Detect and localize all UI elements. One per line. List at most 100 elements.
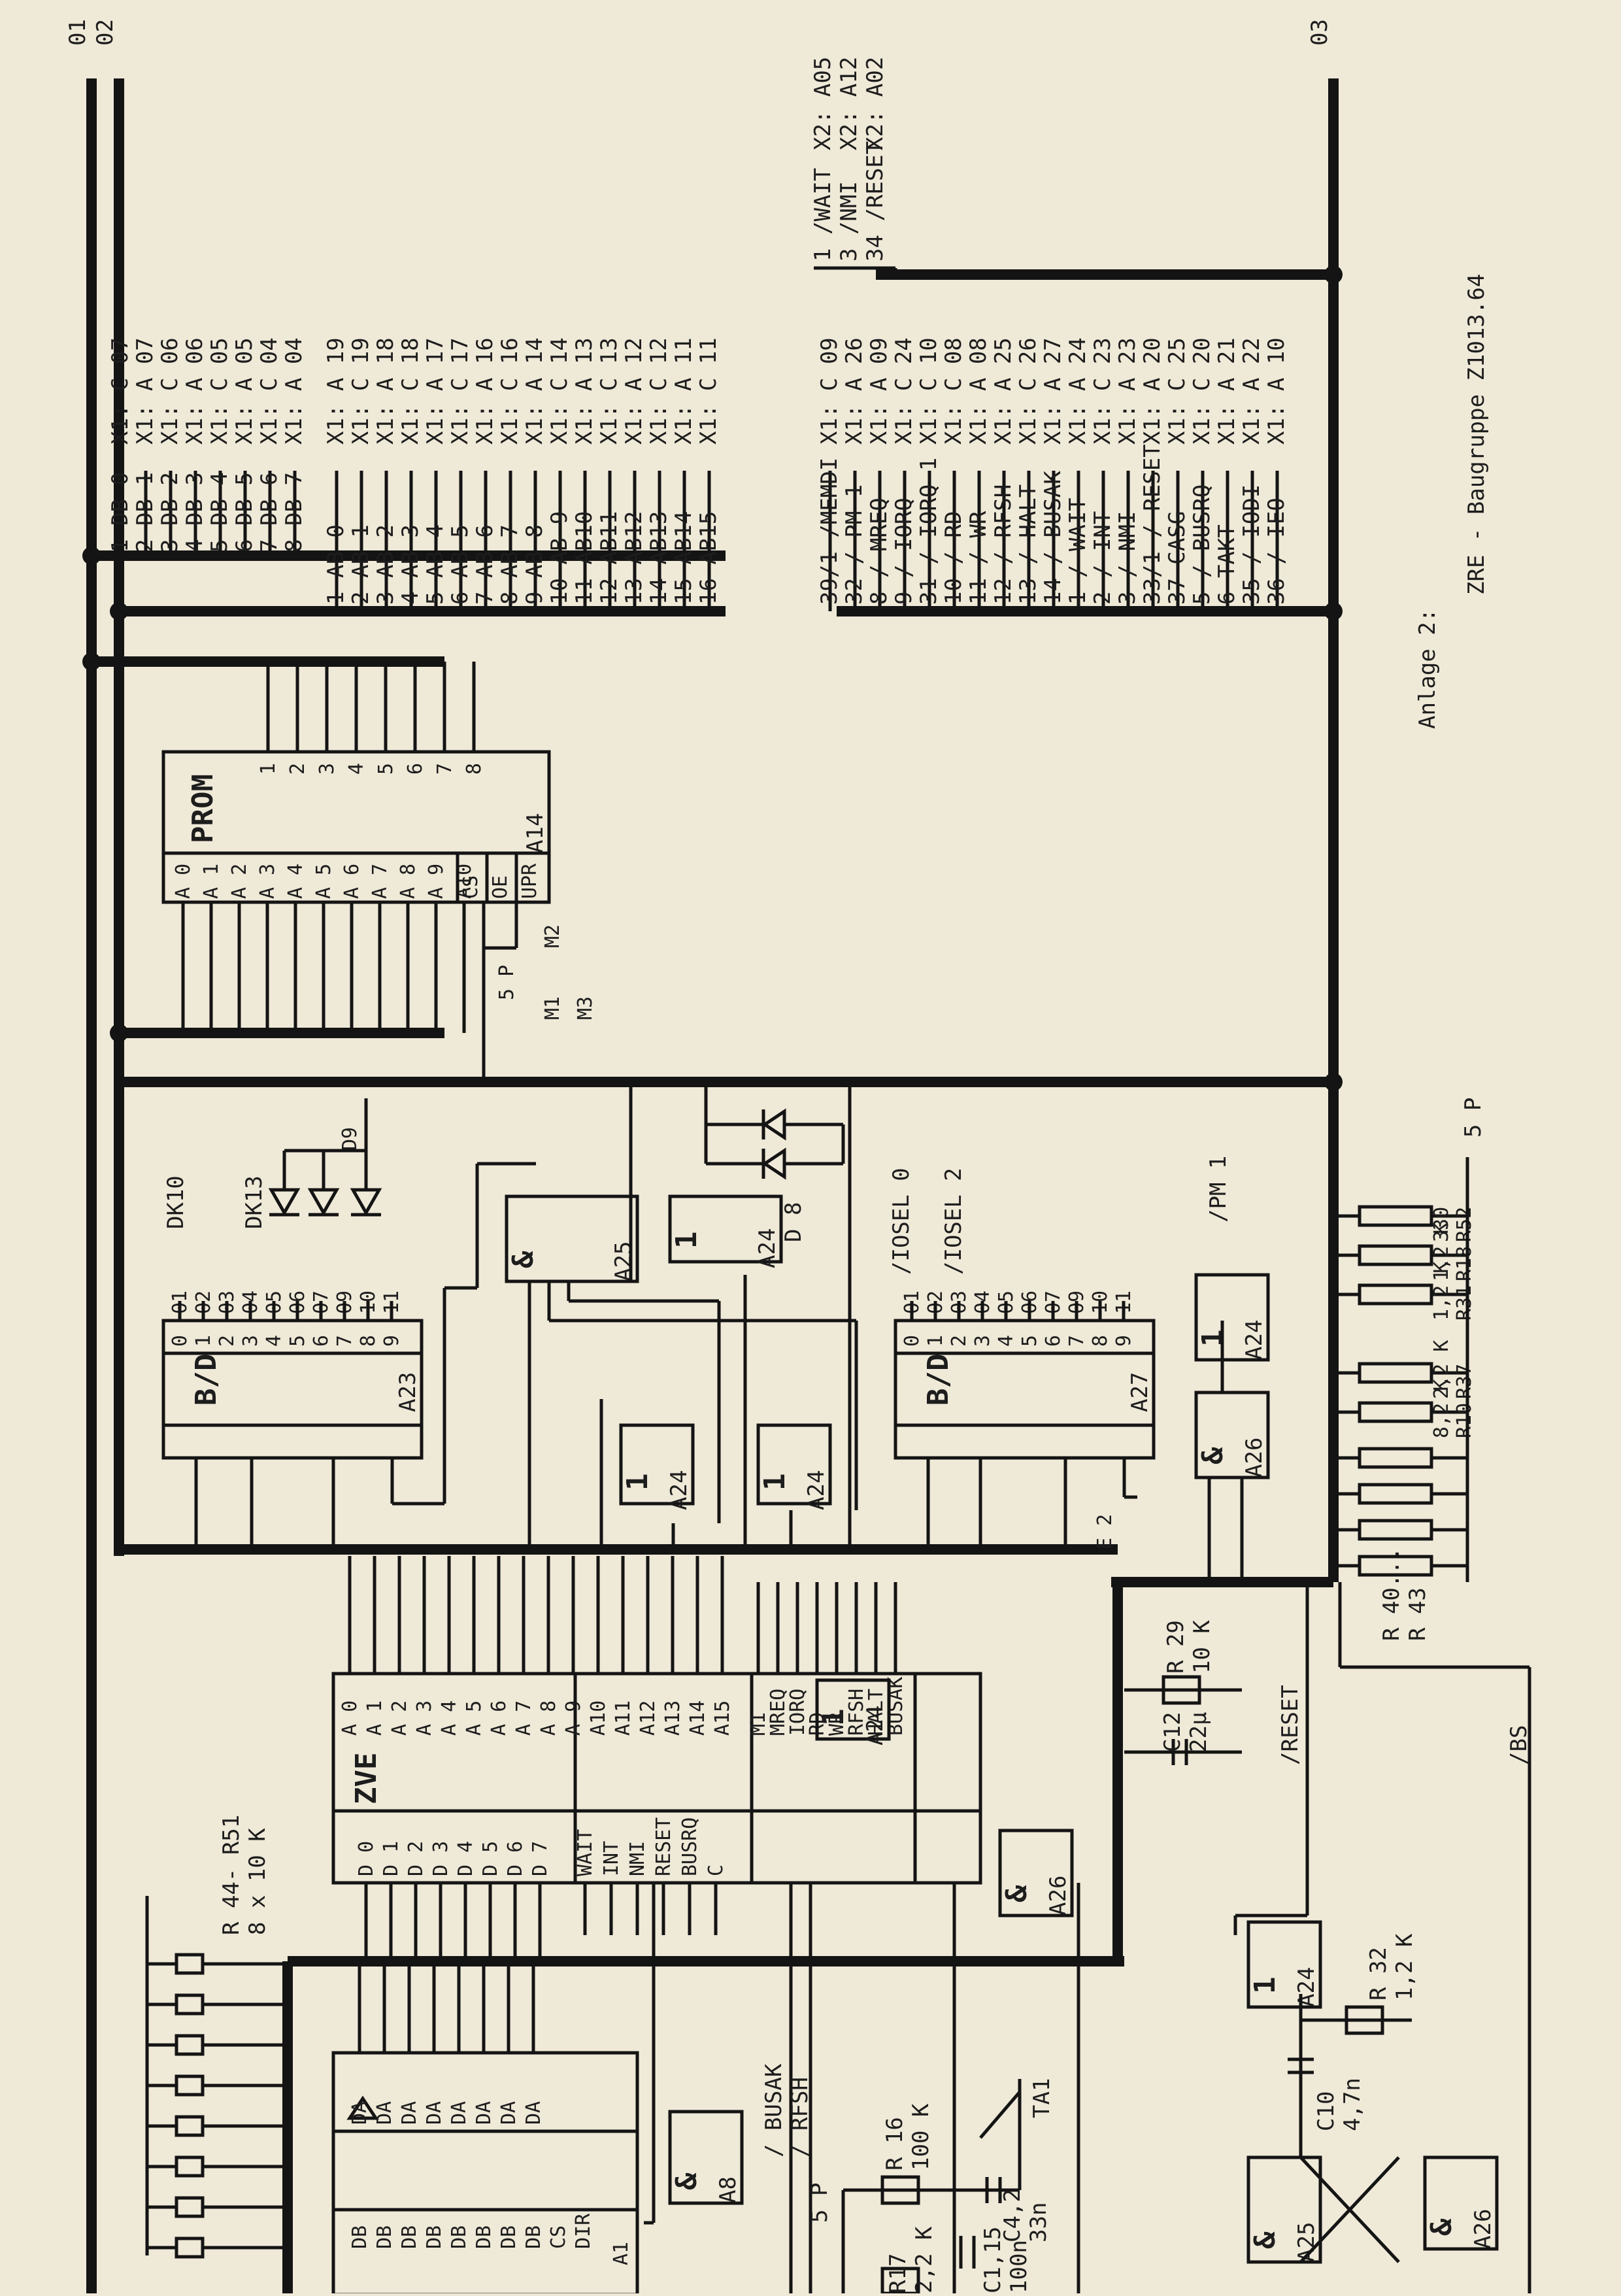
gate-symbol: 1 [1248,1977,1282,1995]
prom-control-pin: CS [460,875,482,899]
driver-right-pin: DA [373,2101,396,2125]
x1-control-signal: 8 / MREQ [866,498,892,605]
r17-label: R17 [885,2254,911,2293]
r16-value: 100 K [908,2103,934,2170]
prom-control-pin: OE [489,875,512,899]
dk10-label: DK10 [163,1175,189,1229]
x1-address-signal: 16 AB15 [695,511,722,605]
x1-address-pin: X1: A 11 [671,337,697,445]
prom-ref: A14 [522,813,548,853]
prom-address-pin: A 3 [256,864,279,899]
decoder-input-number: 9 [380,1335,403,1347]
x1-data-signal: 5 DB 4 [207,472,233,552]
x1-control-pin: X1: A 10 [1263,337,1290,445]
prom-data-pin: 7 [433,763,456,775]
cpu-control-output: WR [826,1712,848,1736]
x1-control-pin: X1: A 09 [866,337,892,445]
cpu-address-pin: A 4 [438,1700,461,1736]
gate-ref: A26 [1045,1876,1071,1916]
prom-data-pin: 3 [316,763,339,775]
cpu-data-pin: D 3 [429,1841,452,1876]
driver-right-pin: DA [398,2101,421,2125]
prom-address-pin: A 2 [228,864,251,899]
x1-control-pin: X1: A 08 [965,337,992,445]
x1-address-pin: X1: C 11 [695,337,722,445]
prom-data-pin: 5 [375,763,397,775]
gate-symbol: 1 [621,1474,654,1491]
driver-right-pin: DA [423,2101,446,2125]
x1-control-signal: 36 / IEO [1263,498,1290,605]
decoder-input-number: 0 [901,1335,924,1347]
x1-address-pin: X1: A 14 [522,337,548,445]
x1-address-pin: X1: C 16 [497,337,523,445]
x1-control-pin: X1: A 24 [1065,337,1091,445]
driver-right-pin: DA [348,2101,371,2125]
x1-data-signal: 8 DB 7 [281,472,307,552]
cpu-name: ZVE [350,1753,383,1804]
gate-ref: A24 [1294,1967,1320,2007]
x1-address-pin: X1: C 13 [596,337,622,445]
rfsh-label: / RFSH [787,2077,813,2157]
iosel2-label: /IOSEL 2 [941,1168,967,1275]
x1-address-pin: X1: A 18 [373,337,399,445]
r32-value: 1,2 K [1392,1933,1418,2001]
decoder-input-number: 4 [995,1335,1018,1347]
driver-left-pin: DB [373,2225,396,2249]
sheet-footer: ZRE - Baugruppe Z1013.64 Anlage 2: [1414,274,1490,729]
pullup-value: 8,2 K [1430,1379,1453,1438]
x1-control-signal: 10 / RD [941,511,967,605]
c15-value: 100n [1006,2240,1032,2293]
prom-address-pin: A 5 [312,864,335,899]
pullup-value: 330 [1430,1207,1453,1242]
cpu-address-pin: A 3 [413,1700,436,1736]
x1-data-pin: X1: A 04 [281,337,307,445]
x1-address-pin: X1: A 17 [422,337,448,445]
decoder-input-number: 0 [169,1335,192,1347]
sheet-title: ZRE - Baugruppe Z1013.64 [1463,274,1490,595]
x1-control-pin: X1: A 27 [1040,337,1066,445]
misc-wiring: E 2 / BUSAK / RFSH R 29 10 K C12 22μ /RE… [194,902,1532,2295]
decoder-input-number: 1 [924,1335,947,1347]
bs-label: /BS [1506,1725,1532,1765]
rail-label-01: 01 [65,19,91,46]
x1-address-signal: 12 AB11 [596,511,622,605]
cpu-control-input: C [705,1865,727,1876]
pullup-ref: R10 [1453,1403,1476,1438]
prom-data-pin: 1 [257,763,280,775]
cpu-data-pin: D 2 [405,1841,427,1876]
x1-control-pin: X1: C 20 [1189,337,1215,445]
x1-control-pin: X1: A 23 [1114,337,1141,445]
x2-pin-label: X2: A02 [862,57,888,150]
pullup-value: 1,2 K [1430,1223,1453,1281]
prom-name: PROM [186,774,220,843]
x1-address-pin: X1: A 12 [621,337,647,445]
cpu-control-input: RESET [652,1817,675,1876]
cpu-address-pin: A 7 [512,1700,535,1736]
decoder-a27: B/D A27 [894,1319,1156,1460]
decoder-input-number: 6 [310,1335,333,1347]
r17-value: 2,2 K [911,2226,937,2293]
cpu-address-pin: A 5 [463,1700,486,1736]
x1-address-signal: 2 AB 1 [348,524,374,605]
busak-label: / BUSAK [761,2063,787,2157]
x1-data-bus: 1 DB 0X1: C 072 DB 1X1: A 073 DB 2X1: C … [107,337,307,556]
x1-data-pin: X1: A 07 [132,337,158,445]
gate-ref: A8 [715,2176,741,2203]
decoder-input-number: 3 [239,1335,262,1347]
p5-label: 5 P [807,2183,833,2223]
cpu-data-pin: D 4 [454,1841,477,1876]
diode-d8: D 8 [706,1108,845,1242]
x1-data-signal: 7 DB 6 [256,472,282,552]
gate-ref: A24 [803,1470,829,1510]
jumper-m1: M1 [541,996,564,1020]
x1-control-signal: 3 / NMI [1114,511,1141,605]
dk13-label: DK13 [241,1175,267,1229]
x1-control-signal: 31 / IORQ 1 [916,458,942,605]
cpu-control-output: MREQ [767,1689,790,1736]
c15-label: C1,15 [980,2227,1006,2293]
x1-control-pin: X1: A 25 [990,337,1016,445]
gate-ref: A24 [1241,1320,1267,1360]
x1-control-signal: 32 / PM 1 [841,484,867,605]
